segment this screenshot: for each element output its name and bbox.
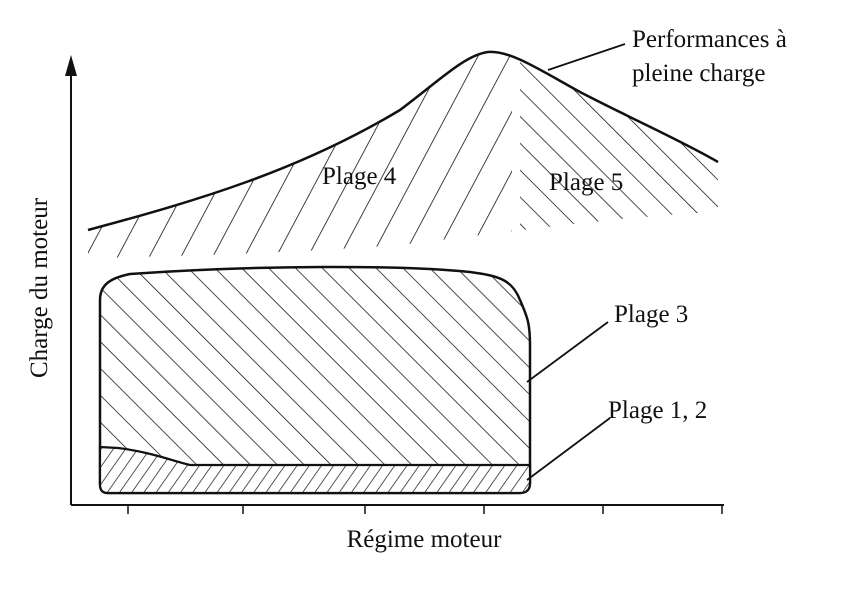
label-plage-3: Plage 3	[614, 301, 688, 328]
leader-plage-1-2	[526, 417, 611, 481]
y-axis-title: Charge du moteur	[26, 197, 53, 378]
leader-full-load	[547, 43, 626, 71]
axes	[65, 55, 724, 514]
leader-lines	[526, 43, 626, 481]
x-axis-title: Régime moteur	[347, 526, 502, 553]
leader-plage-3	[526, 321, 609, 383]
x-axis-ticks	[127, 505, 723, 514]
label-plage-5: Plage 5	[549, 169, 623, 196]
y-axis-arrow-icon	[65, 55, 77, 76]
label-plage-4: Plage 4	[322, 163, 397, 190]
label-full-load-line1: Performances à	[632, 26, 787, 53]
label-full-load-line2: pleine charge	[632, 60, 766, 87]
zone-plage-1-2-hatch	[98, 445, 532, 495]
full-load-curve	[87, 50, 719, 232]
label-plage-1-2: Plage 1, 2	[608, 397, 707, 424]
